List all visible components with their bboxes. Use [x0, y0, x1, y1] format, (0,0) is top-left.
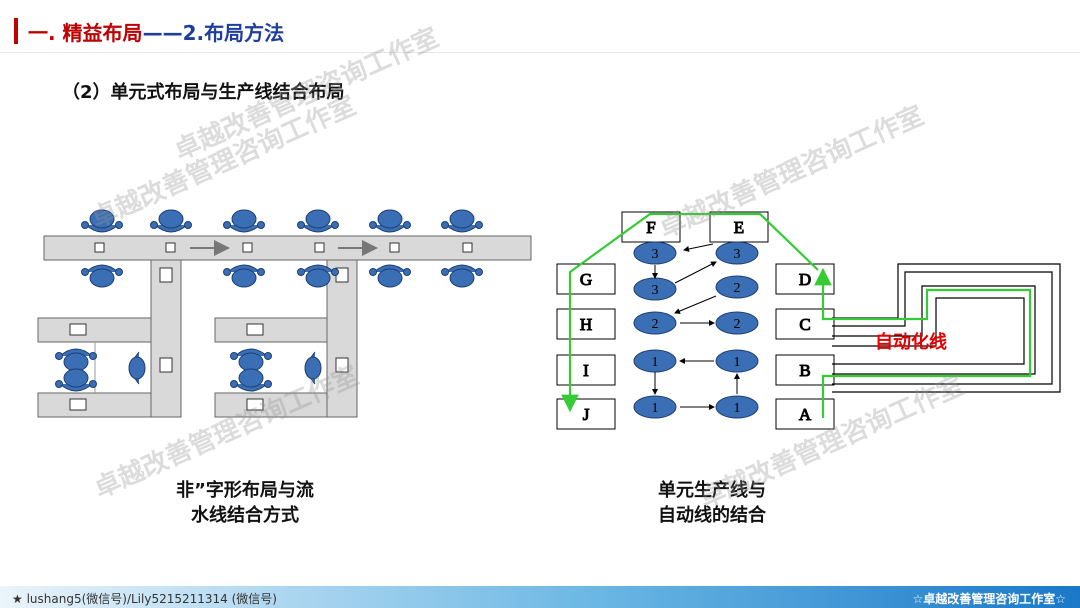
flow-arrow — [674, 295, 717, 314]
operator-icon — [230, 368, 272, 392]
operator-icon — [304, 351, 322, 385]
main-conveyor — [43, 235, 532, 261]
cell-operator — [715, 275, 759, 299]
cell-operator — [715, 311, 759, 335]
title-divider — [0, 52, 1080, 53]
operator-icon — [55, 348, 97, 372]
cell-operator — [715, 349, 759, 373]
operator-number: 1 — [734, 355, 741, 370]
operator-icon — [297, 209, 339, 233]
flow-arrow — [683, 243, 714, 252]
workpiece-box — [335, 357, 349, 373]
workpiece-box — [159, 267, 173, 283]
operator-number: 2 — [734, 281, 741, 296]
conveyor-part — [165, 242, 176, 253]
footer-contact: ★ lushang5(微信号)/Lily5215211314 (微信号) — [12, 592, 277, 606]
automation-line-label: 自动化线 — [875, 332, 947, 353]
flow-arrow — [674, 261, 717, 284]
operator-number: 1 — [652, 355, 659, 370]
material-flow-path — [814, 267, 1032, 418]
station-label: J — [583, 405, 590, 424]
caption-line: 单元生产线与 — [658, 480, 766, 501]
operator-icon — [81, 209, 123, 233]
conveyor-part — [462, 242, 473, 253]
caption-line: 水线结合方式 — [191, 505, 299, 526]
station-box — [775, 398, 835, 430]
workpiece-box — [159, 357, 173, 373]
workpiece-box — [69, 323, 87, 336]
workpiece-box — [246, 323, 264, 336]
station-box — [556, 263, 616, 295]
station-box — [775, 354, 835, 386]
workpiece-box — [69, 398, 87, 411]
operator-number: 1 — [652, 401, 659, 416]
workpiece-box — [246, 398, 264, 411]
operator-icon — [150, 209, 192, 233]
station-label: B — [799, 361, 810, 380]
operator-icon — [230, 348, 272, 372]
operator-icon — [223, 209, 265, 233]
branch-conveyor-left — [150, 259, 182, 418]
operator-number: 2 — [734, 317, 741, 332]
cell-operator — [715, 395, 759, 419]
conveyor-part — [314, 242, 325, 253]
station-label: G — [580, 270, 592, 289]
station-box — [556, 354, 616, 386]
operator-number: 3 — [734, 247, 741, 262]
page-title: 一. 精益布局——2.布局方法 — [28, 17, 284, 46]
conveyor-part — [389, 242, 400, 253]
operator-icon — [55, 368, 97, 392]
station-label: A — [799, 405, 812, 424]
station-label: H — [580, 315, 592, 334]
station-label: F — [646, 218, 655, 237]
operator-icon — [369, 209, 411, 233]
cell-bench — [214, 317, 328, 343]
title-section: 一. 精益布局 — [28, 21, 143, 45]
cell-bench — [37, 392, 152, 418]
operator-icon — [81, 264, 123, 288]
operator-number: 3 — [652, 247, 659, 262]
title-accent-bar — [14, 18, 18, 44]
operator-icon — [128, 351, 146, 385]
operator-icon — [441, 209, 483, 233]
station-box — [775, 308, 835, 340]
caption-line: 非”字形布局与流 — [176, 480, 314, 501]
operator-icon — [369, 264, 411, 288]
operator-number: 2 — [652, 317, 659, 332]
operator-number: 3 — [652, 283, 659, 298]
operator-icon — [297, 264, 339, 288]
station-label: E — [734, 218, 744, 237]
cell-bench — [37, 317, 152, 343]
operator-number: 1 — [734, 401, 741, 416]
material-flow-path — [561, 212, 819, 413]
station-box — [709, 211, 769, 243]
cell-operator — [633, 241, 677, 265]
caption-line: 自动线的结合 — [658, 505, 766, 526]
operator-icon — [223, 264, 265, 288]
conveyor-part — [94, 242, 105, 253]
footer-bar — [0, 586, 1080, 608]
cell-operator — [633, 395, 677, 419]
cell-bench — [214, 392, 328, 418]
station-label: D — [799, 270, 811, 289]
section-subtitle: （2）单元式布局与生产线结合布局 — [62, 82, 345, 103]
right-cell-diagram: F G H I J E D C B A 3 3 3 2 2 2 1 1 1 1 — [556, 211, 1061, 430]
conveyor-part — [242, 242, 253, 253]
station-label: I — [583, 361, 589, 380]
cell-operator — [715, 241, 759, 265]
station-box — [556, 308, 616, 340]
branch-conveyor-right — [326, 259, 358, 418]
cell-operator — [633, 311, 677, 335]
right-diagram-caption: 单元生产线与 自动线的结合 — [632, 478, 792, 528]
station-label: C — [799, 315, 810, 334]
left-diagram-caption: 非”字形布局与流 水线结合方式 — [150, 478, 340, 528]
operator-icon — [441, 264, 483, 288]
footer-studio-name: ☆卓越改善管理咨询工作室☆ — [912, 592, 1066, 606]
title-method: ——2.布局方法 — [142, 21, 285, 45]
